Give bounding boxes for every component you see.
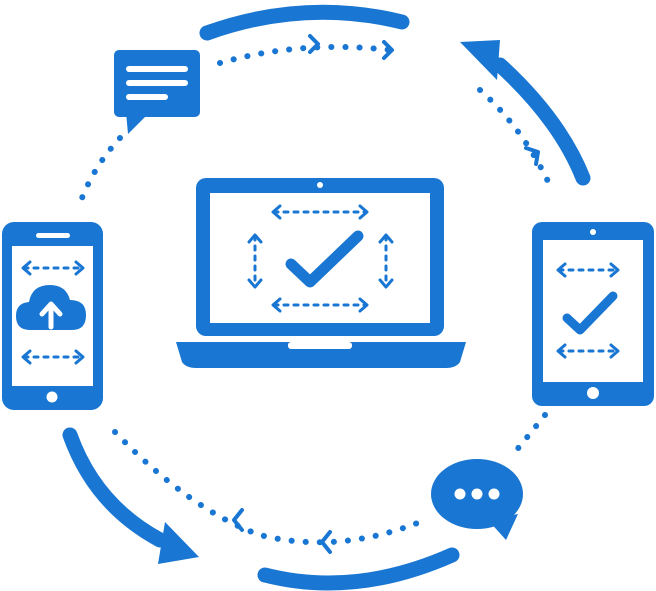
laptop-check-mark-icon xyxy=(285,230,364,288)
cloud-upload-icon xyxy=(16,285,86,330)
smartphone-cloud-upload-icon xyxy=(2,222,103,410)
dotted-path-right-top xyxy=(477,87,555,193)
tablet-check-icon xyxy=(532,222,654,406)
arrow-left-arc-icon xyxy=(62,427,199,564)
arrow-bottom-arc-icon xyxy=(257,547,460,591)
phone-resize-arrows-icon xyxy=(21,260,85,365)
dotted-path-bottom xyxy=(112,429,428,554)
dotted-path-top xyxy=(217,34,394,66)
message-bubble-icon xyxy=(114,50,200,134)
tablet-resize-arrows-icon xyxy=(556,262,620,359)
chat-ellipsis-icon xyxy=(431,459,523,540)
dotted-path-left-top xyxy=(79,135,123,201)
arrow-right-arc-icon xyxy=(460,40,591,186)
laptop-check-icon xyxy=(176,178,466,368)
arrow-top-arc-icon xyxy=(199,4,410,41)
laptop-resize-arrows-icon xyxy=(247,204,394,313)
tablet-check-mark-icon xyxy=(562,291,618,335)
dotted-path-right-bottom xyxy=(507,412,548,461)
